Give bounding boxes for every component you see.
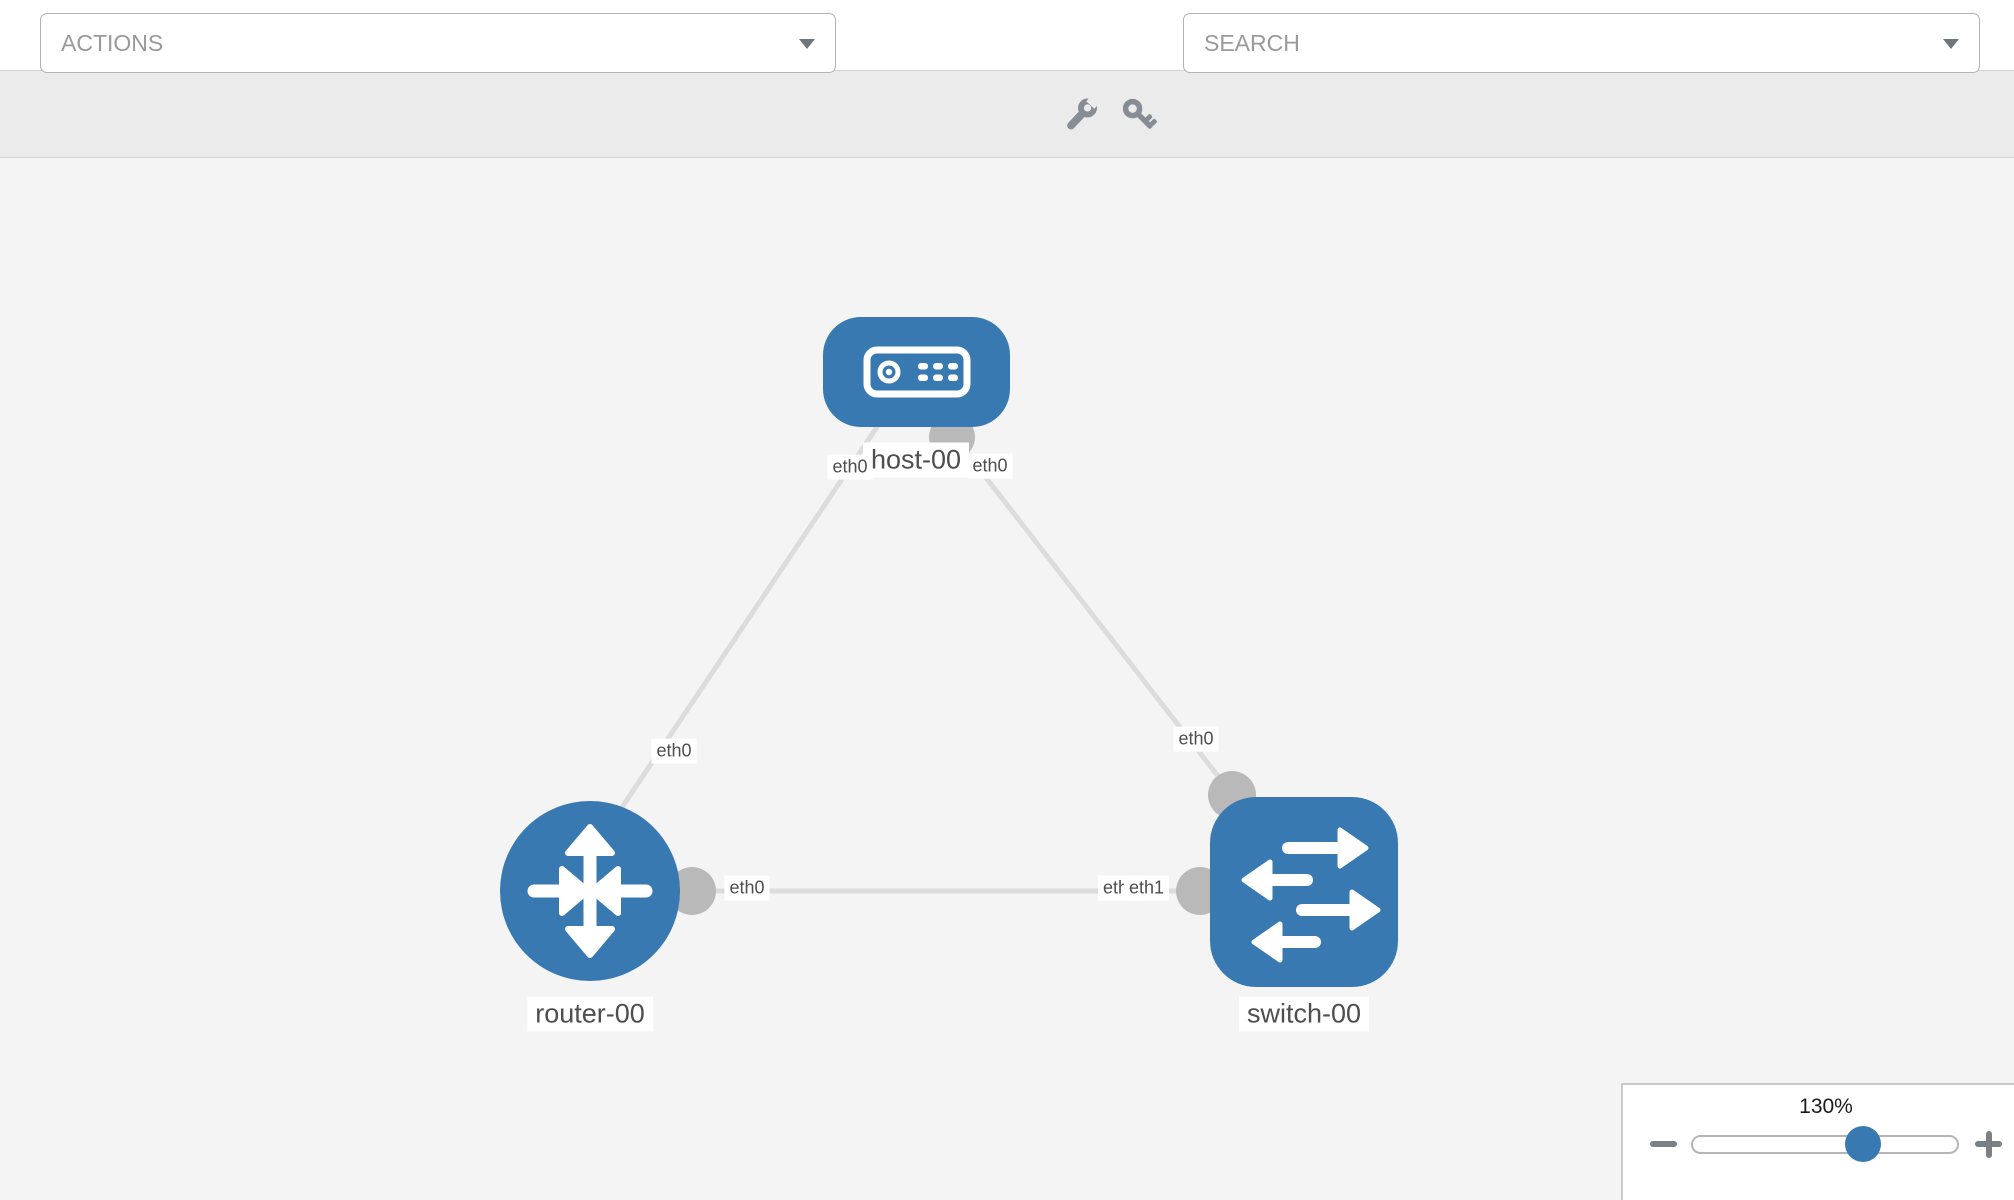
interface-dot-router-right — [668, 867, 716, 915]
node-label-switch: switch-00 — [1238, 996, 1370, 1032]
interface-label: eth0 — [967, 453, 1013, 479]
credentials-button[interactable] — [1118, 94, 1162, 138]
caret-down-icon — [1943, 39, 1959, 49]
node-host-00[interactable] — [823, 317, 1010, 427]
interface-label: eth0 — [651, 738, 697, 764]
zoom-slider-thumb[interactable] — [1845, 1126, 1881, 1162]
node-switch-00[interactable] — [1210, 797, 1398, 987]
topology-canvas[interactable] — [0, 158, 2014, 1200]
caret-down-icon — [799, 39, 815, 49]
zoom-panel: 130% — [1621, 1083, 2014, 1200]
actions-dropdown-label: ACTIONS — [61, 30, 164, 56]
router-icon — [527, 824, 653, 958]
search-dropdown[interactable]: SEARCH — [1183, 13, 1980, 73]
zoom-out-button[interactable] — [1650, 1141, 1677, 1147]
switch-icon — [1241, 827, 1381, 963]
link-host-router[interactable] — [597, 413, 888, 842]
toolbar — [0, 70, 2014, 158]
host-icon — [863, 346, 970, 398]
node-label-router: router-00 — [527, 996, 653, 1032]
interface-label: eth1 — [1124, 875, 1170, 901]
interface-label: eth0 — [827, 454, 873, 480]
node-label-host: host-00 — [862, 442, 970, 478]
plus-icon — [1985, 1130, 1992, 1158]
tools-button[interactable] — [1058, 92, 1103, 138]
wrench-icon — [1067, 92, 1103, 130]
key-icon — [1122, 98, 1157, 129]
zoom-level-label: 130% — [1799, 1095, 1853, 1118]
search-dropdown-label: SEARCH — [1204, 30, 1300, 56]
zoom-slider[interactable] — [1691, 1135, 1959, 1154]
node-router-00[interactable] — [500, 801, 680, 981]
interface-label: eth0 — [724, 875, 770, 901]
interface-label: eth0 — [1173, 726, 1219, 752]
actions-dropdown[interactable]: ACTIONS — [40, 13, 836, 73]
